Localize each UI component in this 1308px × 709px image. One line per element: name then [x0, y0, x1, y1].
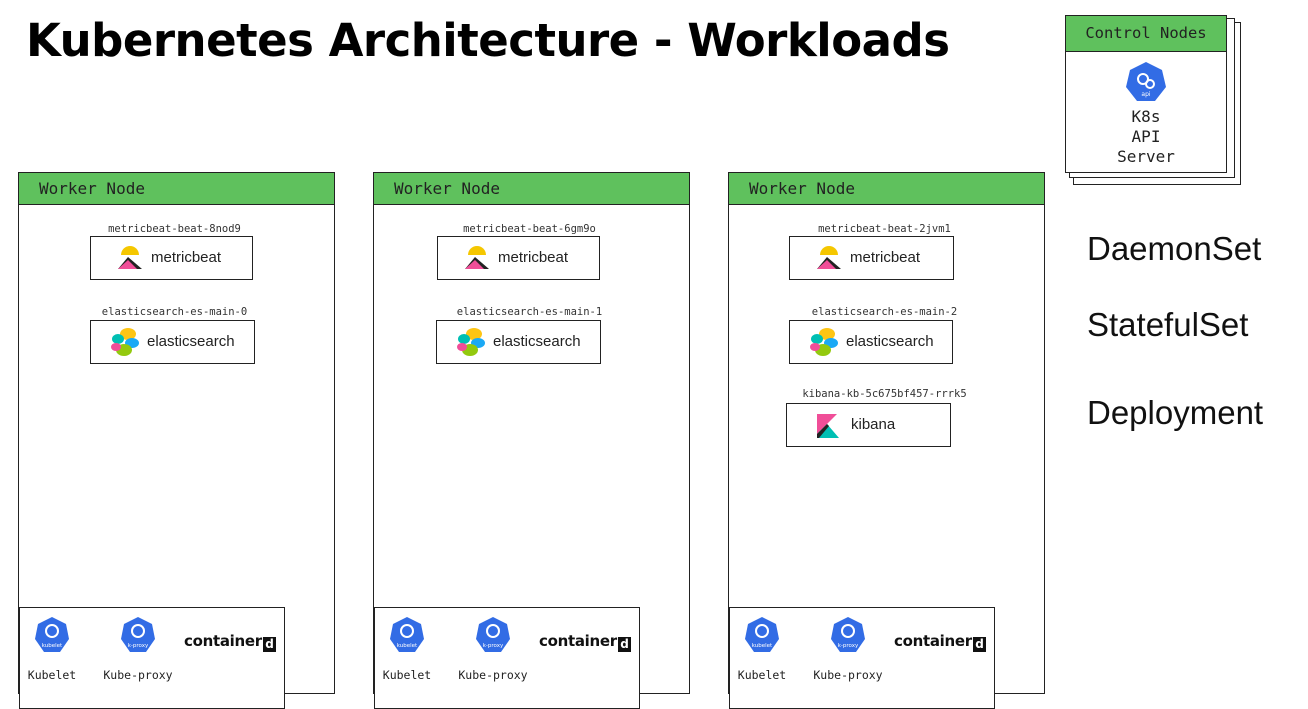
elasticsearch-icon — [109, 327, 141, 362]
pod-elasticsearch: elasticsearch — [789, 320, 953, 364]
pod-elasticsearch: elasticsearch — [90, 320, 255, 364]
pod-name: metricbeat — [498, 249, 569, 266]
svg-text:k-proxy: k-proxy — [483, 643, 504, 649]
kubelet-label: Kubelet — [382, 668, 432, 682]
legend-daemonset: DaemonSet — [1087, 230, 1262, 267]
legend-statefulset: StatefulSet — [1087, 306, 1249, 343]
svg-text:kubelet: kubelet — [42, 643, 63, 649]
kubelet-label: Kubelet — [737, 668, 787, 682]
worker-node-header: Worker Node — [374, 173, 689, 205]
pod-elasticsearch: elasticsearch — [436, 320, 601, 364]
pod-label: elasticsearch-es-main-1 — [456, 306, 603, 318]
pod-name: metricbeat — [151, 249, 222, 266]
kube-proxy-component: k-proxy Kube-proxy — [458, 616, 528, 682]
kibana-icon — [815, 412, 841, 445]
worker-node-1: Worker Node metricbeat-beat-8nod9 metric… — [18, 172, 335, 709]
metricbeat-icon — [462, 245, 492, 276]
control-node-line: API — [1131, 127, 1161, 146]
svg-text:kubelet: kubelet — [752, 643, 773, 649]
worker-node-header: Worker Node — [19, 173, 334, 205]
kube-proxy-icon: k-proxy — [831, 617, 865, 652]
kubelet-component: kubelet Kubelet — [28, 616, 76, 682]
metricbeat-icon — [115, 245, 145, 276]
pod-metricbeat: metricbeat — [90, 236, 253, 280]
kube-proxy-icon: k-proxy — [476, 617, 510, 652]
control-node-card: Control Nodes api K8s API Server — [1065, 15, 1227, 173]
pod-label: elasticsearch-es-main-0 — [101, 306, 248, 318]
svg-text:k-proxy: k-proxy — [838, 643, 859, 649]
kube-proxy-label: Kube-proxy — [458, 668, 528, 682]
kubelet-icon: kubelet — [745, 617, 779, 652]
containerd-text: container — [894, 632, 972, 650]
pod-kibana: kibana — [786, 403, 951, 447]
elasticsearch-icon — [808, 327, 840, 362]
worker-node-3: Worker Node metricbeat-beat-2jvm1 metric… — [728, 172, 1045, 709]
node-components: kubelet Kubelet k-proxy Kube-proxy conta… — [729, 607, 995, 709]
control-node-line: Server — [1117, 147, 1175, 166]
kubelet-label: Kubelet — [27, 668, 77, 682]
kubelet-icon: kubelet — [35, 617, 69, 652]
pod-name: metricbeat — [850, 249, 921, 266]
containerd-box: d — [262, 637, 276, 652]
svg-text:kubelet: kubelet — [397, 643, 418, 649]
pod-label: metricbeat-beat-2jvm1 — [818, 223, 951, 235]
pod-label: kibana-kb-5c675bf457-rrrk5 — [802, 388, 967, 400]
kube-proxy-component: k-proxy Kube-proxy — [103, 616, 173, 682]
kube-proxy-component: k-proxy Kube-proxy — [813, 616, 883, 682]
node-components: kubelet Kubelet k-proxy Kube-proxy conta… — [374, 607, 640, 709]
kube-proxy-label: Kube-proxy — [813, 668, 883, 682]
svg-text:api: api — [1141, 91, 1150, 98]
kubelet-component: kubelet Kubelet — [738, 616, 786, 682]
pod-name: elasticsearch — [147, 333, 235, 350]
svg-text:k-proxy: k-proxy — [128, 643, 149, 649]
kubelet-icon: kubelet — [390, 617, 424, 652]
elasticsearch-icon — [455, 327, 487, 362]
legend-deployment: Deployment — [1087, 394, 1264, 431]
pod-label: metricbeat-beat-8nod9 — [108, 223, 241, 235]
containerd-box: d — [972, 637, 986, 652]
node-components: kubelet Kubelet k-proxy Kube-proxy conta… — [19, 607, 285, 709]
containerd-text: container — [539, 632, 617, 650]
containerd-text: container — [184, 632, 262, 650]
kube-proxy-label: Kube-proxy — [103, 668, 173, 682]
pod-label: metricbeat-beat-6gm9o — [463, 223, 596, 235]
pod-metricbeat: metricbeat — [789, 236, 954, 280]
control-node-line: K8s — [1131, 107, 1161, 126]
metricbeat-icon — [814, 245, 844, 276]
control-node-label: K8s API Server — [1066, 107, 1226, 167]
pod-metricbeat: metricbeat — [437, 236, 600, 280]
kubelet-component: kubelet Kubelet — [383, 616, 431, 682]
pod-name: elasticsearch — [846, 333, 934, 350]
pod-label: elasticsearch-es-main-2 — [811, 306, 958, 318]
kube-proxy-icon: k-proxy — [121, 617, 155, 652]
worker-node-header: Worker Node — [729, 173, 1044, 205]
page-title: Kubernetes Architecture - Workloads — [26, 14, 950, 67]
worker-node-2: Worker Node metricbeat-beat-6gm9o metric… — [373, 172, 690, 709]
pod-name: kibana — [851, 416, 896, 433]
k8s-api-icon: api — [1124, 60, 1168, 109]
control-node-header: Control Nodes — [1066, 16, 1226, 52]
pod-name: elasticsearch — [493, 333, 581, 350]
containerd-box: d — [617, 637, 631, 652]
